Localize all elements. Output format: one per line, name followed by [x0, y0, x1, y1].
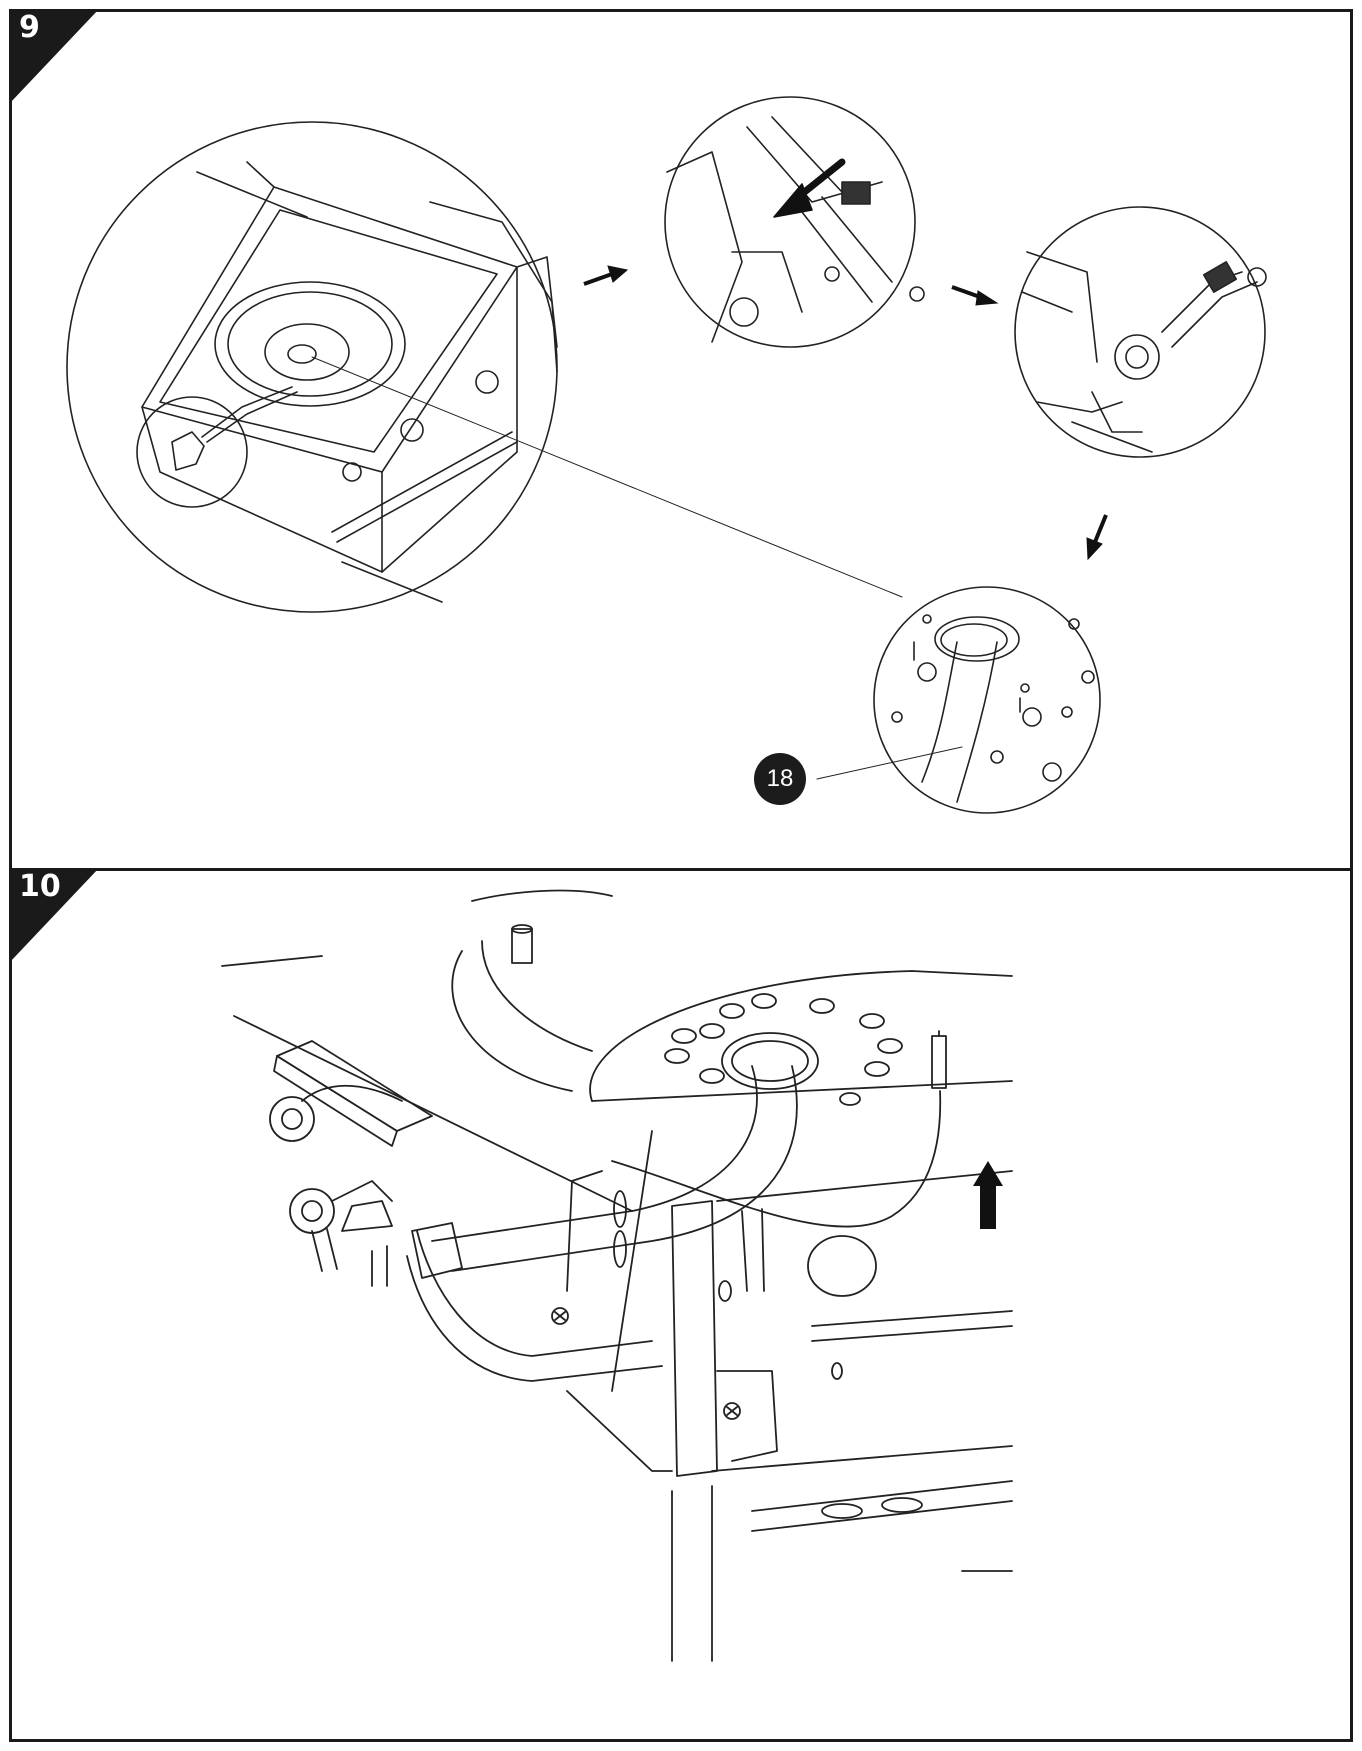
- clip-arrow-icon: [773, 158, 846, 218]
- frame-bracket: [551, 1130, 1013, 1662]
- step-10-illustration: [221, 889, 1013, 1662]
- step-tab-shape: [12, 12, 97, 101]
- up-arrow-icon: [973, 1161, 1003, 1229]
- step-9-number: 9: [19, 10, 40, 45]
- step-9-panel: 9: [9, 9, 1353, 871]
- hose-clip-detail-circle: [1014, 206, 1266, 458]
- burner-hole-detail-circle: [873, 586, 1101, 814]
- step-10-number: 10: [19, 869, 61, 904]
- ignition-wire: [301, 1030, 947, 1228]
- arrow-icon: [583, 265, 629, 286]
- gas-hose: [431, 1065, 798, 1272]
- valve-detail-circle: [136, 396, 248, 508]
- valve-assembly: [269, 1040, 663, 1382]
- arrow-icon: [951, 285, 999, 306]
- clip-detail-circle: [664, 96, 916, 348]
- burner-hole-detail: [891, 614, 1095, 803]
- part-number-callout: 18: [754, 753, 806, 805]
- hose-clip-detail: [1021, 251, 1267, 453]
- step-9-illustration: [66, 96, 1267, 814]
- arrow-icon: [1086, 514, 1108, 561]
- step-10-panel: 10: [9, 868, 1353, 1742]
- burner-disc-holes: [664, 993, 903, 1106]
- clip-detail: [666, 116, 925, 343]
- burner-box: [141, 161, 558, 603]
- burner-overview-circle: [66, 121, 558, 613]
- step-tab-shape: [12, 871, 97, 960]
